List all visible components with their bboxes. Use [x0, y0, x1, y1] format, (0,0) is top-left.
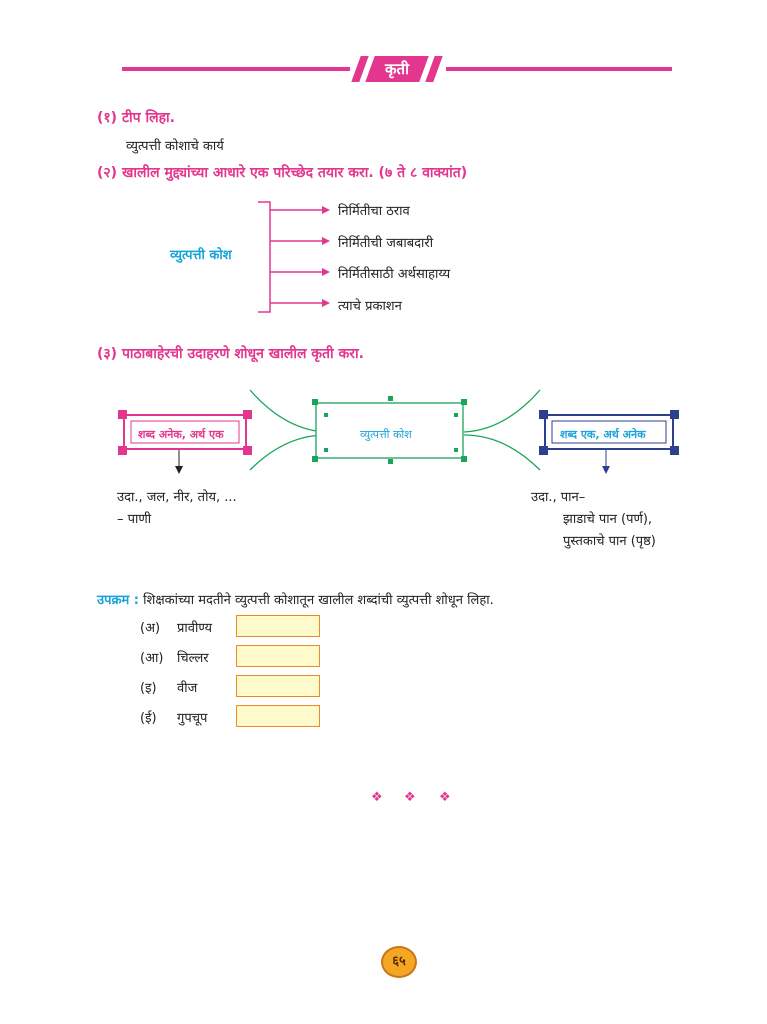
curve-right-top — [463, 389, 541, 433]
activity-label: उपक्रम : — [97, 593, 139, 608]
right-box-label: शब्द एक, अर्थ अनेक — [560, 428, 646, 441]
curve-left-bottom — [249, 434, 327, 471]
activity-item-marker: (ई) — [140, 711, 157, 726]
question-2-point: निर्मितीसाठी अर्थसाहाय्य — [338, 267, 451, 282]
activity-item-word: प्रावीण्य — [177, 621, 213, 636]
question-2-point: निर्मितीची जबाबदारी — [338, 236, 434, 251]
activity-line: उपक्रम : शिक्षकांच्या मदतीने व्युत्पत्ती… — [97, 590, 494, 608]
activity-item-marker: (आ) — [140, 651, 164, 666]
activity-item-marker: (इ) — [140, 681, 157, 696]
activity-item-word: गुपचूप — [177, 711, 208, 726]
ornament-icon: ❖ — [371, 790, 383, 805]
activity-item-marker: (अ) — [140, 621, 161, 636]
right-example-line: उदा., पान– — [531, 490, 586, 505]
answer-box[interactable] — [236, 615, 320, 637]
right-example-line: झाडाचे पान (पर्ण), — [563, 512, 653, 527]
arrow-head-4 — [322, 299, 330, 307]
left-box-label: शब्द अनेक, अर्थ एक — [138, 428, 224, 441]
center-box — [315, 402, 464, 459]
arrow-head-1 — [322, 206, 330, 214]
header-line-right — [446, 67, 672, 71]
activity-item-word: वीज — [177, 681, 198, 696]
question-3-diagram — [118, 389, 679, 474]
answer-box[interactable] — [236, 645, 320, 667]
answer-box[interactable] — [236, 675, 320, 697]
page-title: कृती — [385, 60, 409, 78]
curve-right-bottom — [463, 434, 541, 471]
question-2-point: त्याचे प्रकाशन — [338, 299, 402, 314]
question-2-diagram — [258, 201, 330, 313]
arrow-head-3 — [322, 268, 330, 276]
question-1-item: व्युत्पत्ती कोशाचे कार्य — [126, 139, 224, 154]
activity-item-word: चिल्लर — [177, 651, 209, 666]
ornament-icon: ❖ — [404, 790, 416, 805]
answer-box[interactable] — [236, 705, 320, 727]
question-3-heading: (३) पाठाबाहेरची उदाहरणे शोधून खालील कृती… — [97, 346, 364, 362]
question-1-heading: (१) टीप लिहा. — [97, 110, 175, 126]
header-tag: कृती — [351, 56, 443, 82]
question-2-point: निर्मितीचा ठराव — [338, 204, 410, 219]
header-line-left — [122, 67, 350, 71]
page-number: ६५ — [381, 946, 417, 978]
ornament-icon: ❖ — [439, 790, 451, 805]
arrow-head-2 — [322, 237, 330, 245]
curve-left-top — [249, 389, 327, 433]
center-box-label: व्युत्पत्ती कोश — [360, 428, 412, 441]
right-example-line: पुस्तकाचे पान (पृष्ठ) — [563, 534, 656, 549]
left-example-line: – पाणी — [117, 512, 152, 527]
question-2-center-label: व्युत्पत्ती कोश — [170, 248, 232, 263]
left-example-line: उदा., जल, नीर, तोय, ... — [117, 490, 237, 505]
activity-text: शिक्षकांच्या मदतीने व्युत्पत्ती कोशातून … — [143, 593, 494, 608]
bracket-shape — [258, 201, 271, 313]
question-2-heading: (२) खालील मुद्द्यांच्या आधारे एक परिच्छे… — [97, 165, 468, 181]
